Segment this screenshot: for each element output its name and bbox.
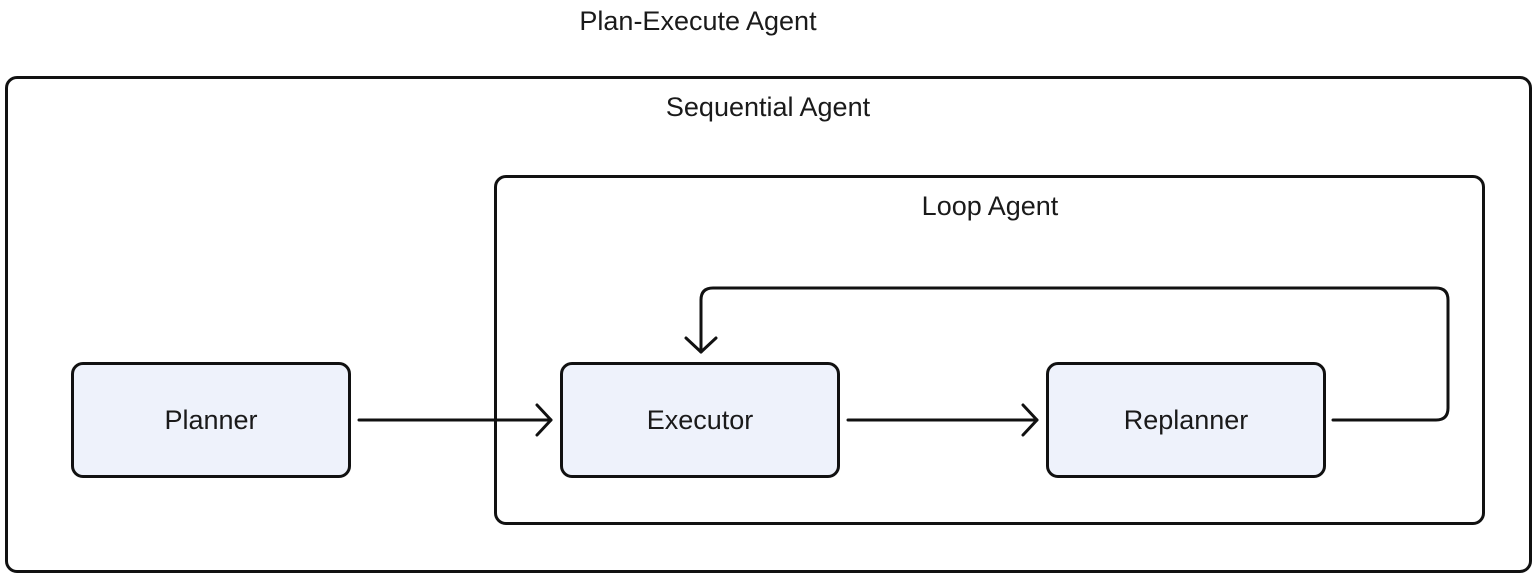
executor-label: Executor <box>646 404 754 435</box>
loop-agent-container <box>494 175 1485 525</box>
executor-node[interactable]: Executor <box>560 362 840 478</box>
loop-agent-label: Loop Agent <box>921 191 1059 221</box>
replanner-label: Replanner <box>1123 404 1249 435</box>
sequential-agent-label: Sequential Agent <box>665 92 871 122</box>
sequential-agent-container <box>5 76 1532 573</box>
replanner-node[interactable]: Replanner <box>1046 362 1326 478</box>
planner-label: Planner <box>164 404 258 435</box>
planner-node[interactable]: Planner <box>71 362 351 478</box>
diagram-title: Plan-Execute Agent <box>579 6 817 36</box>
